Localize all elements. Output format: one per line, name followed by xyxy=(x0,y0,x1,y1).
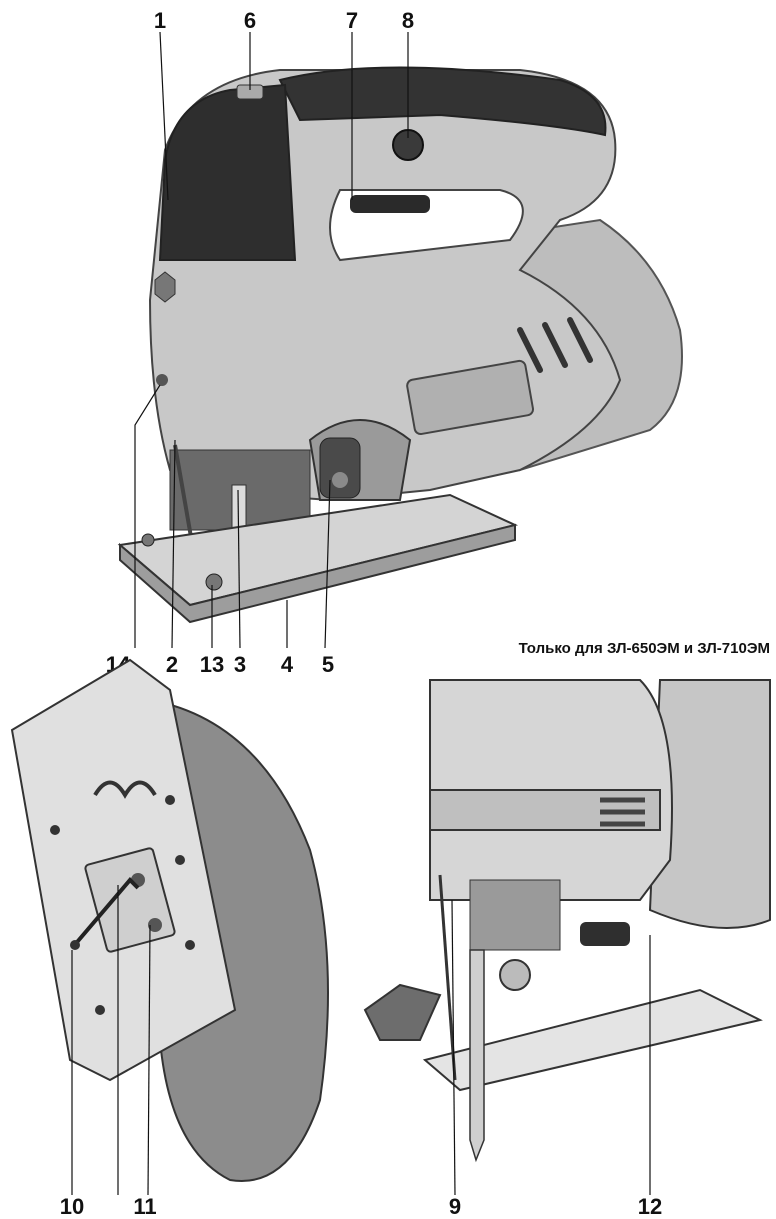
clamp-springs xyxy=(93,780,157,799)
callout-2: 2 xyxy=(166,652,178,677)
blower-port xyxy=(156,374,168,386)
main-leader-lines xyxy=(134,31,409,649)
blade-holder xyxy=(469,879,561,951)
lever-12 xyxy=(580,922,630,946)
brand-emblem xyxy=(154,271,176,303)
callout-3: 3 xyxy=(234,652,246,677)
callout-1: 1 xyxy=(154,8,166,33)
clamp-screw-bottom xyxy=(148,918,162,932)
detail-guard-bar xyxy=(438,874,457,1081)
blade-area xyxy=(169,444,311,576)
callout-13: 13 xyxy=(200,652,224,677)
callout-4: 4 xyxy=(281,652,294,677)
callout-12: 12 xyxy=(638,1194,662,1219)
base-plate-edge xyxy=(119,523,516,624)
underside-leader-lines xyxy=(71,885,151,1196)
vents xyxy=(517,317,593,373)
hex-key xyxy=(70,877,140,950)
detail-motor xyxy=(648,679,771,929)
handle-grip xyxy=(278,66,607,137)
callout-6: 6 xyxy=(244,8,256,33)
callout-8: 8 xyxy=(402,8,414,33)
on-off-switch xyxy=(350,195,430,213)
detail-leader-lines xyxy=(451,899,651,1196)
base-screw xyxy=(205,573,223,591)
detail-blade xyxy=(469,949,485,1163)
callout-5: 5 xyxy=(322,652,334,677)
detail-base-plate xyxy=(422,988,763,1092)
main-jigsaw-figure xyxy=(117,66,683,624)
callout-11: 11 xyxy=(133,1194,156,1219)
callout-9: 9 xyxy=(449,1194,461,1219)
front-dark-cover xyxy=(158,83,297,261)
base-screw-rear xyxy=(141,533,155,547)
underside-figure xyxy=(10,658,329,1182)
side-window xyxy=(406,359,534,436)
callout-7: 7 xyxy=(346,8,358,33)
callout-10: 10 xyxy=(60,1194,84,1219)
plate-holes xyxy=(50,795,195,1015)
model-caption: Только для ЗЛ-650ЭМ и ЗЛ-710ЭМ xyxy=(518,640,770,657)
detail-roller xyxy=(499,959,531,991)
detail-chip-guard xyxy=(363,983,442,1041)
underside-callouts: 10 11 xyxy=(60,1194,157,1219)
detail-vents xyxy=(600,797,645,827)
pendulum-selector xyxy=(308,419,412,501)
detail-figure xyxy=(363,679,771,1163)
detail-callouts: 9 12 xyxy=(449,1194,662,1219)
